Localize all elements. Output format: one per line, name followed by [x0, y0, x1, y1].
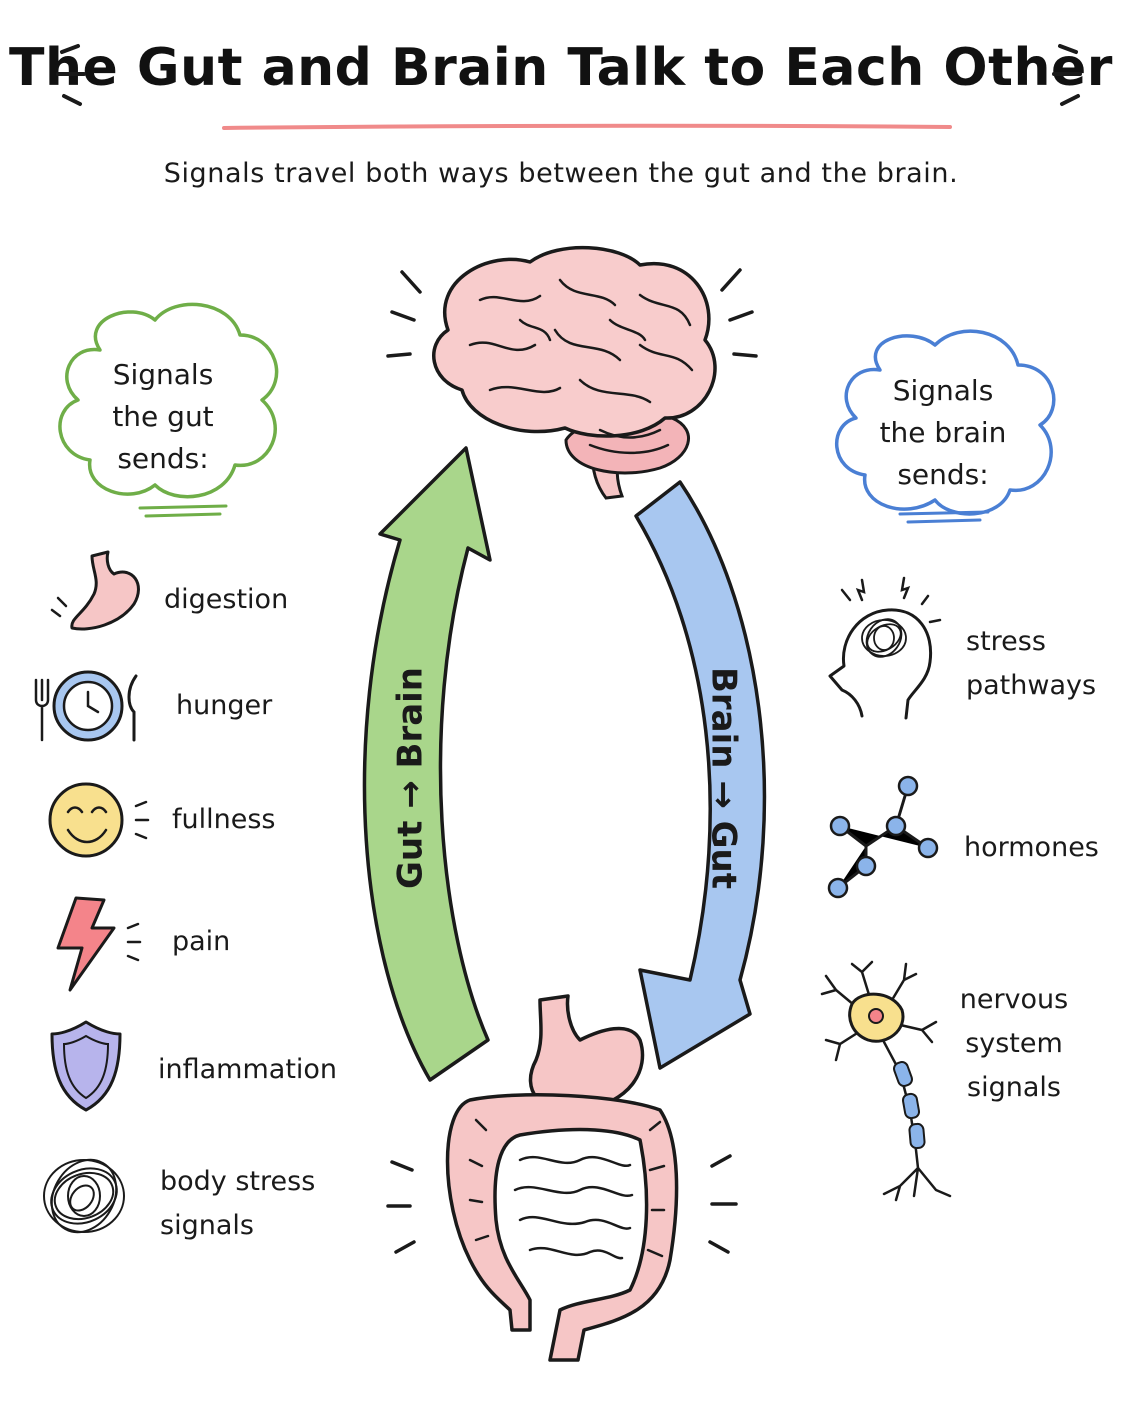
- stomach-icon: [50, 550, 140, 631]
- gut-heading-line: the gut: [112, 400, 214, 433]
- gut-heading-line: Signals: [112, 358, 214, 391]
- shield-icon: [50, 1020, 122, 1112]
- brain-item-hormones: hormones: [964, 832, 1099, 863]
- label-line: signals: [967, 1072, 1061, 1103]
- label-line: body stress: [160, 1166, 316, 1197]
- label-line: pathways: [966, 670, 1097, 701]
- digestive-system-illustration: [386, 994, 738, 1362]
- label-line: nervous: [959, 984, 1069, 1015]
- molecule-icon: [827, 775, 939, 899]
- title-decoration: [56, 44, 1082, 106]
- brain-item-nervous-system-signals: nervous system signals: [958, 978, 1070, 1110]
- page-title: The Gut and Brain Talk to Each Other: [9, 38, 1113, 98]
- brain-item-stress-pathways: stress pathways: [966, 620, 1096, 708]
- gut-panel-heading: Signals the gut sends:: [78, 354, 248, 480]
- scribble-ball-icon: [43, 1158, 125, 1234]
- label-line: system: [965, 1028, 1063, 1059]
- gut-heading-line: sends:: [117, 442, 209, 475]
- smiley-face-icon: [48, 782, 150, 858]
- gut-item-body-stress-signals: body stress signals: [160, 1160, 315, 1248]
- brain-heading-line: sends:: [897, 458, 989, 491]
- gut-item-inflammation: inflammation: [158, 1054, 338, 1085]
- brain-panel-heading: Signals the brain sends:: [858, 370, 1028, 496]
- gut-item-digestion: digestion: [164, 584, 289, 615]
- brain-heading-line: Signals: [892, 374, 994, 407]
- page-subtitle: Signals travel both ways between the gut…: [163, 158, 959, 189]
- gut-item-hunger: hunger: [176, 690, 273, 721]
- lightning-bolt-icon: [56, 896, 142, 992]
- gut-signals-cloud: [58, 302, 279, 518]
- plate-clock-icon: [34, 670, 138, 742]
- gut-to-brain-arrow: Gut → Brain: [362, 446, 492, 1082]
- stressed-head-icon: [828, 576, 942, 720]
- label-line: stress: [966, 626, 1046, 657]
- gut-to-brain-label: Gut → Brain: [391, 667, 431, 889]
- brain-signals-cloud: [834, 329, 1056, 524]
- brain-heading-line: the brain: [879, 416, 1007, 449]
- title-underline: [222, 123, 952, 130]
- label-line: signals: [160, 1210, 254, 1241]
- brain-illustration: [386, 245, 758, 500]
- gut-item-fullness: fullness: [172, 804, 276, 835]
- gut-item-pain: pain: [172, 926, 231, 957]
- neuron-icon: [820, 960, 952, 1202]
- brain-to-gut-arrow: Brain → Gut: [634, 480, 767, 1070]
- brain-to-gut-label: Brain → Gut: [704, 667, 744, 889]
